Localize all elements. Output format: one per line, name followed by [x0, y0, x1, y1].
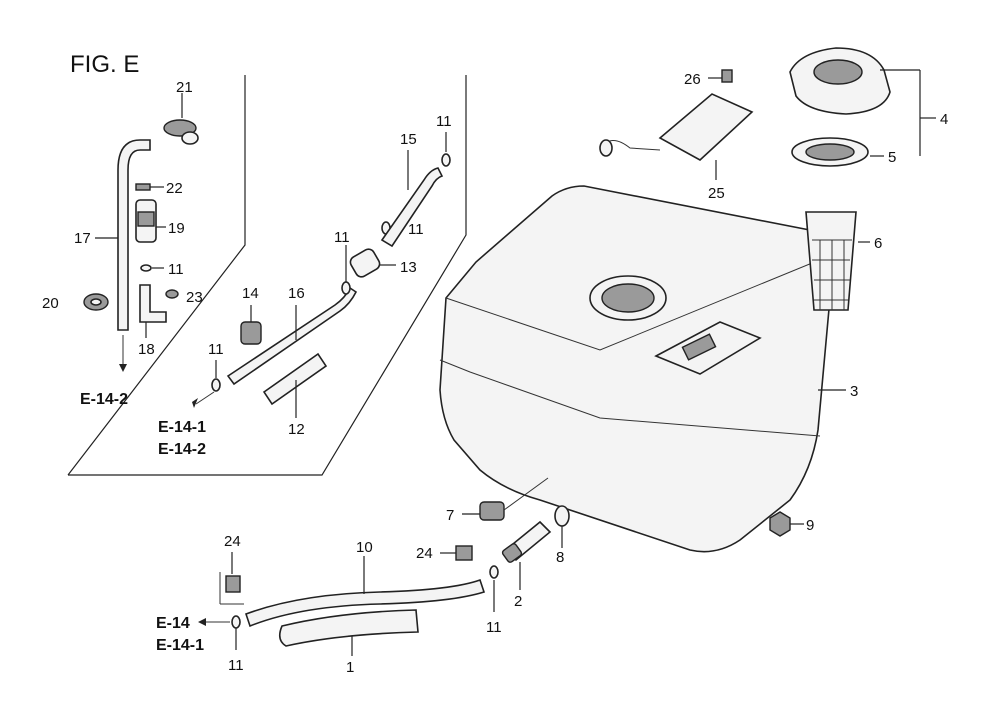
part-15-hose: [380, 150, 444, 248]
part-21-hose-clamp: [163, 93, 199, 145]
part-2-fuel-joint: [501, 520, 552, 590]
callout-4: 4: [940, 111, 948, 128]
callout-18: 18: [138, 341, 155, 358]
part-9-drain-plug: [769, 511, 804, 537]
part-12-tube: [262, 352, 328, 418]
part-23-clip: [165, 289, 179, 299]
callout-22: 22: [166, 180, 183, 197]
callout-16: 16: [288, 285, 305, 302]
callout-11-left: 11: [168, 261, 184, 278]
callout-19: 19: [168, 220, 185, 237]
part-11-clip-bottom-left: [231, 615, 241, 650]
arrow-to-e14-1-mid: [192, 391, 215, 408]
part-7-bolt: [462, 477, 549, 521]
callout-26: 26: [684, 71, 701, 88]
callout-25: 25: [708, 185, 725, 202]
callout-21: 21: [176, 79, 193, 96]
part-19-fuel-filter: [135, 199, 166, 243]
part-8-washer: [554, 505, 570, 548]
callout-10: 10: [356, 539, 373, 556]
figure-title: FIG. E: [70, 51, 139, 78]
callout-11-top: 11: [436, 113, 452, 130]
part-10-fuel-tube: [244, 556, 486, 628]
callout-13: 13: [400, 259, 417, 276]
part-24-clamp-left: [219, 552, 244, 605]
callout-11-bottom-left: 11: [228, 657, 244, 674]
callout-5: 5: [888, 149, 896, 166]
callout-11-bottom-middle: 11: [486, 619, 502, 636]
part-11-clip-left: [140, 264, 164, 272]
part-5-cap-seal: [791, 137, 884, 167]
callout-15: 15: [400, 131, 417, 148]
callout-8: 8: [556, 549, 564, 566]
ref-e14-1-bottom: E-14-1: [156, 637, 204, 654]
callout-7: 7: [446, 507, 454, 524]
callout-20: 20: [42, 295, 59, 312]
callout-24-left: 24: [224, 533, 241, 550]
ref-e14-2-mid: E-14-2: [158, 441, 206, 458]
callout-11-mid-lower: 11: [208, 341, 224, 358]
callout-1: 1: [346, 659, 354, 676]
ref-e14-1-mid: E-14-1: [158, 419, 206, 436]
part-13-fuel-valve: [349, 248, 396, 278]
part-11-clip-top: [441, 132, 451, 167]
part-14-tube-cap: [240, 305, 262, 345]
callout-3: 3: [850, 383, 858, 400]
part-25-gauge-assembly: [599, 93, 754, 180]
callout-12: 12: [288, 421, 305, 438]
part-3-fuel-tank: [439, 185, 846, 553]
callout-23: 23: [186, 289, 203, 306]
part-22-clip: [135, 183, 164, 191]
callout-24-middle: 24: [416, 545, 433, 562]
part-1-fuel-tube: [278, 609, 419, 656]
part-11-clip-valve: [341, 245, 351, 295]
callout-17: 17: [74, 230, 91, 247]
callout-11-valve: 11: [334, 229, 350, 246]
panel-divider-middle: [68, 75, 467, 476]
part-11-clip-bottom-middle: [489, 565, 499, 612]
part-20-clamp: [83, 293, 109, 311]
arrow-to-e14-bottom: [198, 618, 230, 626]
part-6-fuel-strainer: [805, 211, 870, 311]
part-16-fuel-tube: [226, 286, 358, 386]
part-24-clamp-middle: [440, 545, 473, 561]
part-26-screw: [708, 69, 733, 83]
part-11-clip-mid-lower: [211, 360, 221, 392]
callout-2: 2: [514, 593, 522, 610]
part-18-elbow-tube: [139, 284, 167, 338]
panel-divider-left: [67, 75, 246, 476]
callout-6: 6: [874, 235, 882, 252]
part-17-fuel-tube: [95, 139, 151, 331]
callout-14: 14: [242, 285, 259, 302]
ref-e14-bottom: E-14: [156, 615, 190, 632]
callout-9: 9: [806, 517, 814, 534]
part-4-fuel-cap: [789, 47, 936, 156]
arrow-to-e14-2-left: [119, 335, 127, 372]
callout-11-upper-right: 11: [408, 221, 424, 238]
ref-e14-2-left: E-14-2: [80, 391, 128, 408]
